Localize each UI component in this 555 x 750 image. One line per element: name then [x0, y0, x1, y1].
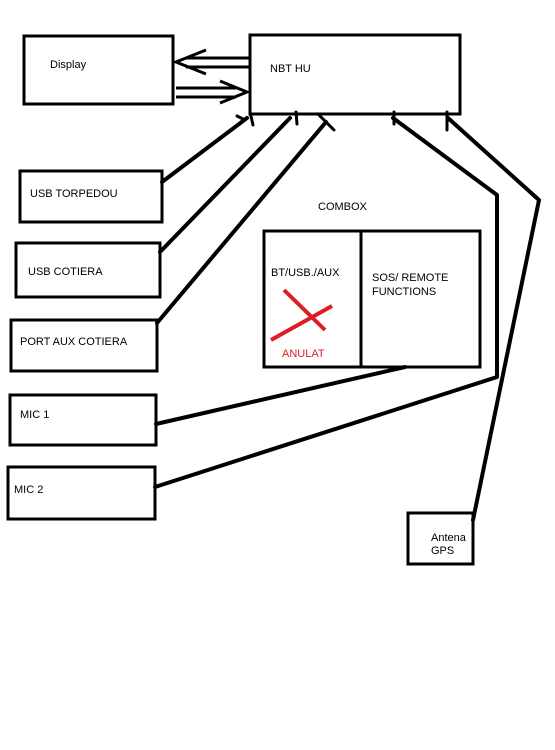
combox-right-label-line1: SOS/ REMOTE: [372, 272, 448, 284]
combox-right-label-line2: FUNCTIONS: [372, 286, 436, 298]
mic2-label: MIC 2: [14, 484, 43, 496]
line-usb-cotiera: [158, 116, 292, 254]
display-label: Display: [50, 59, 87, 71]
combox-box: BT/USB./AUX SOS/ REMOTE FUNCTIONS ANULAT: [262, 229, 482, 369]
display-hu-arrows: [171, 48, 251, 105]
antena-gps-box: Antena GPS: [406, 511, 475, 566]
antena-label-line2: GPS: [431, 545, 454, 557]
antena-label-line1: Antena: [431, 532, 467, 544]
line-port-aux-cotiera: [155, 120, 328, 325]
nbt-hu-label: NBT HU: [270, 63, 311, 75]
nbt-hu-box: NBT HU: [248, 33, 462, 116]
usb-cotiera-box: USB COTIERA: [14, 241, 162, 299]
line-mic2: [153, 116, 499, 489]
usb-cotiera-label: USB COTIERA: [28, 266, 103, 278]
line-mic1: [154, 365, 407, 426]
cancelled-note: ANULAT: [282, 348, 325, 360]
line-usb-torpedou: [160, 116, 249, 184]
mic1-box: MIC 1: [8, 393, 158, 447]
usb-torpedou-box: USB TORPEDOU: [18, 169, 164, 224]
mic2-box: MIC 2: [6, 465, 157, 521]
port-aux-cotiera-box: PORT AUX COTIERA: [9, 318, 159, 373]
port-aux-cotiera-label: PORT AUX COTIERA: [20, 336, 128, 348]
cancel-cross-mark: [270, 288, 333, 342]
line-antena-gps: [446, 116, 541, 522]
usb-torpedou-label: USB TORPEDOU: [30, 188, 118, 200]
combox-title: COMBOX: [318, 201, 368, 213]
mic1-label: MIC 1: [20, 409, 49, 421]
display-box: Display: [22, 34, 175, 106]
connection-lines: [153, 116, 541, 522]
hu-connection-ticks: [235, 110, 449, 132]
combox-left-label: BT/USB./AUX: [271, 267, 340, 279]
